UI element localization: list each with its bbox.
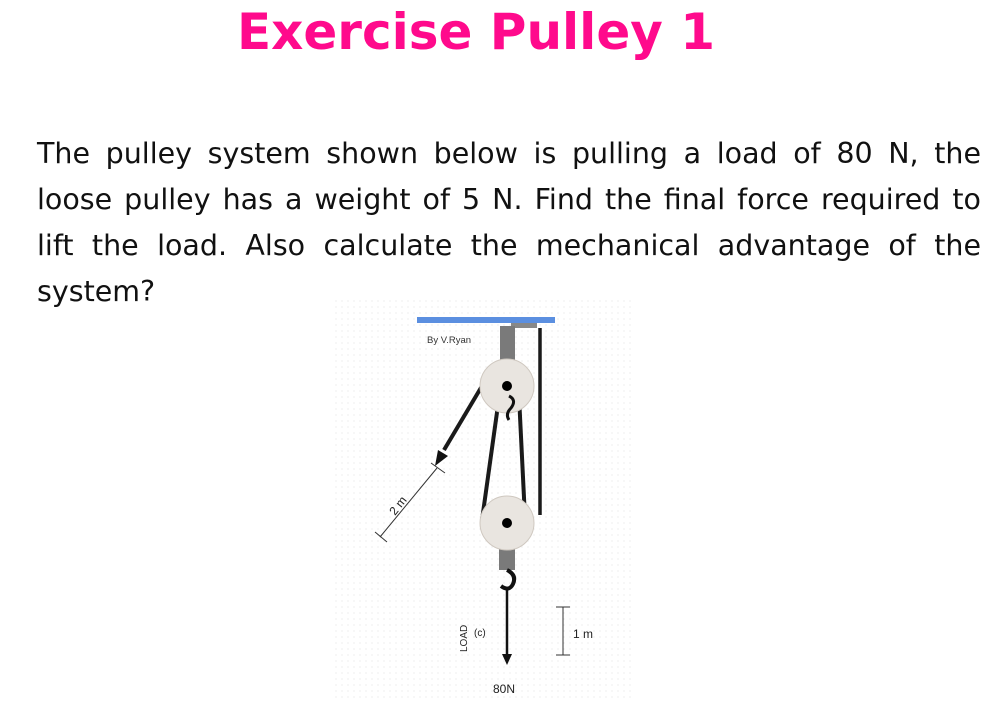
load-distance-label: 1 m [573,627,593,641]
load-hook [499,568,517,591]
ceiling-mount [511,323,537,328]
pulley-diagram: By V.Ryan 2 m 1 m LOAD (c) [335,300,635,704]
top-pulley-axle [502,381,512,391]
rope-middle-left [480,397,501,521]
load-label: LOAD [459,625,470,652]
pulley-diagram-svg: By V.Ryan 2 m 1 m LOAD (c) [335,300,632,698]
effort-dimension-line [379,467,438,538]
effort-dimension-tick-a [374,531,388,543]
page-title: Exercise Pulley 1 [236,3,716,61]
load-arrow-head [502,654,512,665]
question-text: The pulley system shown below is pulling… [37,137,981,308]
effort-arrow-head [435,450,448,466]
effort-dimension-tick-b [430,462,446,474]
credit-label: By V.Ryan [427,335,471,346]
top-pulley-hook [505,394,516,421]
ceiling-bar [417,317,555,323]
rope-middle-right [517,395,527,519]
load-force-label: 80N [493,682,515,696]
effort-rope [442,384,484,452]
bottom-pulley-axle [502,518,512,528]
part-label: (c) [474,628,486,639]
